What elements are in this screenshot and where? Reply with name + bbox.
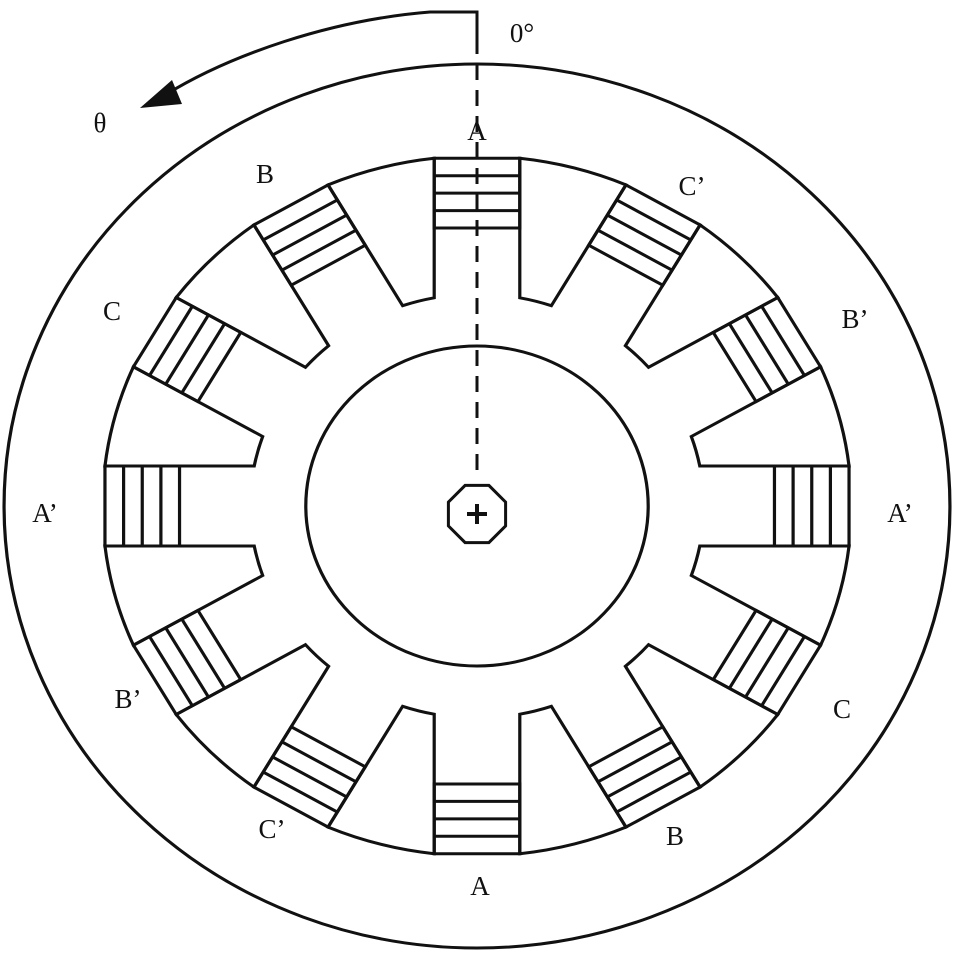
coil-turn-line	[744, 314, 790, 385]
coil-box	[432, 156, 522, 230]
coil-turn-line	[271, 755, 348, 799]
coil-winding	[103, 464, 182, 548]
coil-box	[586, 724, 703, 830]
coil-turn-line	[727, 618, 774, 690]
coil-box	[103, 464, 182, 548]
machine-group	[2, 62, 952, 950]
stator-segment	[623, 642, 781, 790]
coil-winding	[131, 608, 243, 717]
coil-box	[711, 295, 823, 404]
coil-label-c-prime-top-right: C’	[679, 171, 706, 201]
coil-label-c-bottom-right: C	[833, 694, 851, 724]
coil-box	[251, 182, 368, 288]
shaft-hub-octagon	[446, 483, 508, 545]
coil-turn-line	[597, 740, 673, 784]
coil-label-b-bottom-right: B	[666, 821, 684, 851]
stator-segment	[325, 156, 436, 308]
coil-label-b-prime-left: B’	[115, 684, 142, 714]
coil-label-c-top-left: C	[103, 296, 121, 326]
stator-segment	[103, 544, 265, 648]
stator-segment	[518, 704, 629, 856]
coil-box	[772, 464, 851, 548]
stator-segment	[518, 156, 629, 308]
coil-turn-line	[148, 635, 194, 707]
stator-segment	[325, 704, 436, 856]
coil-turn-line	[164, 627, 210, 698]
coil-box	[131, 295, 243, 404]
coil-winding	[131, 295, 243, 404]
stator-segment	[689, 364, 851, 468]
coil-winding	[432, 782, 522, 856]
coil-label-c-prime-bottom-left: C’	[259, 814, 286, 844]
coil-turn-line	[164, 314, 210, 385]
coil-winding	[586, 182, 703, 288]
coil-turn-line	[180, 618, 227, 690]
stator-segment	[689, 544, 851, 648]
coil-turn-line	[262, 770, 339, 814]
coil-turn-line	[727, 322, 774, 394]
coil-winding	[711, 295, 823, 404]
coil-turn-line	[615, 770, 692, 814]
arrow-head-icon	[140, 80, 182, 108]
coil-box	[251, 724, 368, 830]
coil-turn-line	[760, 635, 806, 707]
coil-turn-line	[597, 228, 673, 272]
zero-degree-label: 0°	[510, 18, 534, 48]
coil-turn-line	[281, 228, 357, 272]
coil-turn-line	[606, 213, 683, 257]
stator-coils	[103, 156, 851, 856]
coil-turn-line	[281, 740, 357, 784]
coil-turn-line	[744, 627, 790, 698]
coil-winding	[251, 724, 368, 830]
coil-turn-line	[262, 198, 339, 242]
stator-segment	[623, 222, 781, 370]
coil-turn-line	[615, 198, 692, 242]
coil-turn-line	[760, 305, 806, 377]
stator-segment	[173, 222, 331, 370]
coil-label-a-bottom: A	[470, 871, 490, 901]
coil-box	[432, 782, 522, 856]
rotation-arrow	[164, 10, 479, 97]
coil-turn-line	[606, 755, 683, 799]
coil-winding	[711, 608, 823, 717]
coil-label-b-prime-right: B’	[842, 304, 869, 334]
coil-box	[711, 608, 823, 717]
coil-box	[586, 182, 703, 288]
stator-segment	[103, 364, 265, 468]
theta-label: θ	[94, 108, 107, 138]
coil-turn-line	[148, 305, 194, 377]
coil-turn-line	[271, 213, 348, 257]
rotor-circle	[304, 344, 650, 668]
coil-label-b-top-left: B	[256, 159, 274, 189]
coil-winding	[772, 464, 851, 548]
coil-label-a-top: A	[467, 116, 487, 146]
coil-winding	[586, 724, 703, 830]
coil-label-a-prime-right: A’	[887, 498, 913, 528]
stator-segment	[173, 642, 331, 790]
coil-label-a-prime-left: A’	[32, 498, 58, 528]
coil-winding	[251, 182, 368, 288]
coil-turn-line	[180, 322, 227, 394]
coil-box	[131, 608, 243, 717]
